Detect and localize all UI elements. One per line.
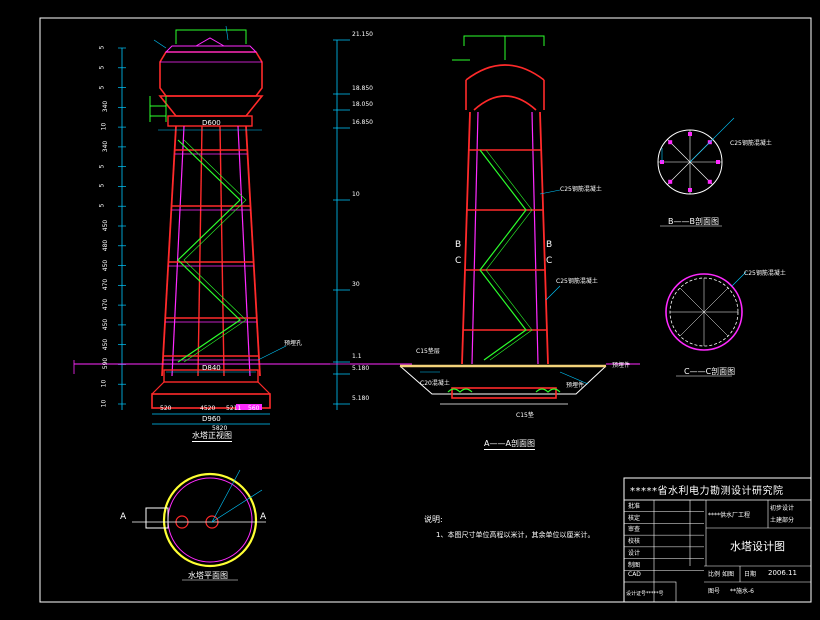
section-bb-column [668,140,673,145]
elevation-dim-bottom-ring: D840 [202,364,221,372]
left-dim-label: 450 [102,338,110,350]
section-cc-caption: C——C剖面图 [684,367,736,376]
left-dim-label: 5 [98,184,106,188]
elevation-label: 30 [352,281,360,288]
left-dim-label: 10 [100,399,108,408]
title-block-footer: 设计证号*****号 [626,591,664,597]
left-dim-label: 5 [98,164,106,169]
section-bb-label: C25钢筋混凝土 [730,140,772,147]
title-block-project: ****供水厂工程 [708,512,751,519]
left-dim-label: 340 [102,101,110,113]
section-cc-label: C25钢筋混凝土 [744,270,786,277]
elevation-view [73,25,330,425]
section-marker-b-right: B [546,240,553,250]
left-dim-label: 5 [98,203,106,208]
title-block-stage-2: 土建部分 [770,517,795,524]
title-block-drawing-no-label: 图号 [708,588,721,595]
section-bb-column [707,179,712,184]
elevation-dim-b: 4520 [200,405,216,412]
title-block-date-value: 2006.11 [768,569,797,577]
section-cc-spoke [703,311,729,337]
elevation-label: 10 [352,191,360,198]
elevation-label: 18.050 [352,101,373,108]
section-bb-column [668,179,673,184]
left-dim-label: 450 [102,219,110,232]
elevation-dim-base-width: D960 [202,415,221,423]
title-block-row-label: 设计 [628,549,641,557]
section-cc-spoke [679,287,705,313]
left-dim-label: 470 [102,298,110,311]
section-aa-label-3: C15垫层 [416,348,440,355]
section-bb-caption: B——B剖面图 [668,217,719,226]
elevation-dim-c: 5211 [226,405,242,412]
left-dim-label: 480 [102,239,110,251]
title-block-drawing-title: 水塔设计图 [730,540,785,553]
left-dim-label: 10 [100,379,108,388]
section-aa-bottom-note: C15垫 [516,412,534,419]
section-bb-view [657,117,735,227]
title-block-row-label: 校核 [628,538,641,546]
title-block-row-label: 批准 [628,503,641,510]
section-marker-c-right: C [546,256,553,266]
section-aa-label-6: 预埋件 [612,362,631,369]
elevation-dim-e: 5820 [212,425,228,432]
sheet-frame [39,17,812,603]
title-block-drawing-no-value: **施水-6 [730,588,754,595]
title-block-row-label: CAD [628,571,641,579]
elevation-caption: 水塔正视图 [192,431,232,442]
elevation-scale [330,39,352,410]
notes-line-1: 1、本图尺寸单位高程以米计，其余单位以厘米计。 [436,531,595,539]
title-block-row-label: 核定 [628,514,641,522]
left-dim-label: 5 [98,45,106,50]
section-aa-label-5: 预埋件 [566,382,585,389]
elevation-label: 5.180 [352,395,370,402]
left-dim-label: 340 [102,140,110,153]
elevation-annotation: 预埋孔 [284,340,303,347]
left-dim-label: 450 [102,259,110,271]
title-block-stage-1: 初步设计 [770,505,795,512]
left-dim-label: 5 [98,65,106,70]
section-marker-c-left: C [455,256,462,266]
section-aa-label-1: C25钢筋混凝土 [560,186,602,193]
section-bb-column [716,160,720,164]
elevation-dim-top: D600 [202,119,221,127]
elevation-label: 18.850 [352,85,373,92]
plan-marker-left: A [120,512,127,522]
section-aa-label-2: C25钢筋混凝土 [556,278,598,285]
elevation-label: 1.1 [352,353,362,360]
section-bb-column [688,188,692,192]
section-cc-spoke [679,311,705,337]
elevation-dim-d: 560 [248,405,260,412]
plan-marker-right: A [260,512,267,522]
plan-caption: 水塔平面图 [188,571,228,580]
section-aa-view [350,35,640,405]
elevation-label: 5.180 [352,365,370,372]
elevation-dim-a: 520 [160,405,172,412]
section-aa-label-4: C20混凝土 [420,380,450,387]
title-block-scale-value: 如图 [722,571,735,578]
left-dim-label: 5 [98,85,106,89]
elevation-label: 21.150 [352,31,373,38]
notes-title: 说明: [424,515,443,524]
title-block-date-label: 日期 [744,571,757,578]
title-block-row-label: 制图 [628,561,641,569]
title-block-row-label: 审查 [628,526,641,534]
section-marker-b-left: B [455,240,462,250]
section-bb-column [688,132,692,136]
left-dim-label: 590 [102,358,110,370]
title-block-scale-label: 比例 [708,571,721,578]
section-aa-caption: A——A剖面图 [484,439,535,450]
left-dim-label: 10 [100,122,108,131]
title-block-institute: *****省水利电力勘测设计研究院 [630,486,784,497]
plan-view [132,469,266,581]
left-dim-label: 450 [102,318,110,331]
left-dim-label: 470 [102,279,110,291]
section-cc-view [665,271,747,377]
section-cc-spoke [703,287,729,313]
elevation-label: 16.850 [352,119,373,126]
title-block [623,477,812,603]
